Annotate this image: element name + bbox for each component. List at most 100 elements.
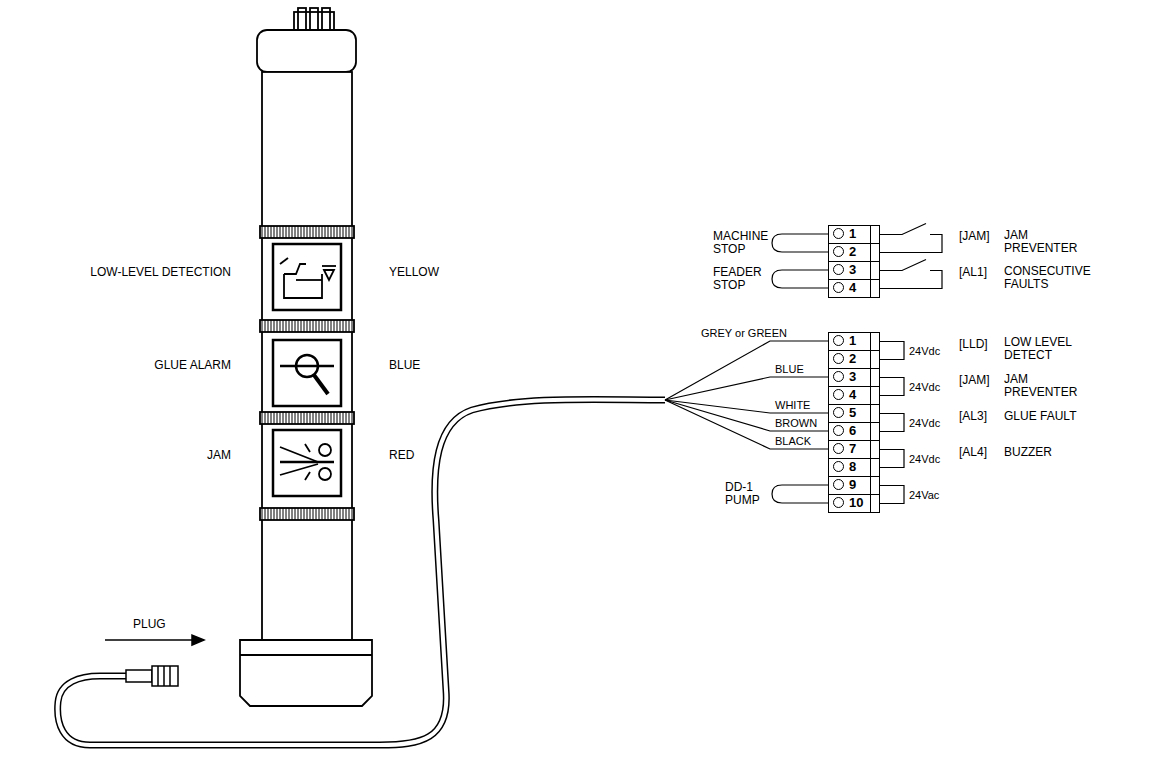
- terminal-screw: [833, 443, 844, 454]
- terminal-cell: 6: [828, 422, 880, 441]
- field-bracket: [772, 234, 828, 503]
- terminal-tab: [870, 423, 879, 440]
- terminal-screw: [833, 461, 844, 472]
- text-label: BROWN: [774, 417, 818, 429]
- stack-light: [240, 8, 372, 706]
- terminal-number: 4: [849, 387, 856, 403]
- terminal-tab: [870, 441, 879, 458]
- text-label: FEADER STOP: [712, 266, 763, 292]
- text-label: MACHINE STOP: [712, 230, 769, 256]
- terminal-number: 2: [849, 244, 856, 260]
- voltage-label: 24Vdc: [908, 345, 941, 357]
- terminal-tab: [870, 387, 879, 404]
- terminal-tab: [870, 351, 879, 368]
- terminal-screw: [833, 335, 844, 346]
- terminal-cell: 1: [828, 225, 880, 244]
- terminal-cell: 10: [828, 494, 880, 513]
- wire-fan: [665, 341, 828, 449]
- terminal-screw: [833, 353, 844, 364]
- text-label: JAM PREVENTER: [1003, 373, 1078, 399]
- terminal-screw: [833, 479, 844, 490]
- terminal-screw: [833, 371, 844, 382]
- text-label: BUZZER: [1003, 446, 1053, 459]
- terminal-cell: 4: [828, 386, 880, 405]
- text-label: RED: [388, 449, 415, 462]
- text-label: [JAM]: [958, 230, 991, 243]
- switch-contact: [880, 260, 942, 289]
- terminal-cell: 9: [828, 476, 880, 495]
- terminal-number: 6: [849, 423, 856, 439]
- terminal-cell: 3: [828, 261, 880, 280]
- terminal-screw: [833, 407, 844, 418]
- text-label: JAM PREVENTER: [1003, 229, 1078, 255]
- terminal-screw: [833, 497, 844, 508]
- terminal-cell: 7: [828, 440, 880, 459]
- text-label: CONSECUTIVE FAULTS: [1003, 265, 1092, 291]
- text-label: LOW-LEVEL DETECTION: [89, 266, 232, 279]
- text-label: LOW LEVEL DETECT: [1003, 336, 1085, 362]
- terminal-cell: 4: [828, 279, 880, 298]
- supply-wire: [880, 342, 904, 360]
- text-label: WHITE: [774, 399, 811, 411]
- voltage-label: 24Vdc: [908, 453, 941, 465]
- terminal-screw: [833, 264, 844, 275]
- voltage-label: 24Vac: [908, 489, 940, 501]
- text-label: [AL1]: [958, 266, 988, 279]
- terminal-tab: [870, 262, 879, 279]
- text-label: DD-1 PUMP: [724, 481, 761, 507]
- terminal-tab: [870, 495, 879, 512]
- cable: [58, 399, 665, 745]
- text-label: PLUG: [132, 618, 167, 631]
- supply-wire: [880, 378, 904, 396]
- terminal-number: 10: [849, 495, 863, 511]
- terminal-cell: 2: [828, 243, 880, 262]
- terminal-tab: [870, 477, 879, 494]
- text-label: BLUE: [388, 359, 421, 372]
- plug-connector: [126, 666, 178, 686]
- terminal-cell: 3: [828, 368, 880, 387]
- voltage-label: 24Vdc: [908, 417, 941, 429]
- terminal-number: 5: [849, 405, 856, 421]
- supply-wire: [880, 450, 904, 468]
- terminal-number: 8: [849, 459, 856, 475]
- switch-contact: [880, 224, 942, 253]
- terminal-tab: [870, 244, 879, 261]
- text-label: [LLD]: [958, 338, 989, 351]
- text-label: BLACK: [774, 435, 812, 447]
- terminal-cell: 2: [828, 350, 880, 369]
- terminal-tab: [870, 226, 879, 243]
- text-label: GLUE ALARM: [153, 359, 232, 372]
- text-label: [AL4]: [958, 446, 988, 459]
- terminal-cell: 8: [828, 458, 880, 477]
- terminal-tab: [870, 280, 879, 297]
- terminal-screw: [833, 389, 844, 400]
- text-label: [JAM]: [958, 374, 991, 387]
- terminal-number: 1: [849, 226, 856, 242]
- terminal-tab: [870, 459, 879, 476]
- text-label: GREY or GREEN: [700, 327, 788, 339]
- text-label: GLUE FAULT: [1003, 410, 1077, 423]
- terminal-number: 9: [849, 477, 856, 493]
- text-label: [AL3]: [958, 410, 988, 423]
- terminal-tab: [870, 405, 879, 422]
- terminal-number: 3: [849, 369, 856, 385]
- terminal-number: 4: [849, 280, 856, 296]
- terminal-screw: [833, 425, 844, 436]
- terminal-number: 2: [849, 351, 856, 367]
- terminal-number: 3: [849, 262, 856, 278]
- plug-arrow: [105, 635, 204, 645]
- terminal-cell: 1: [828, 332, 880, 351]
- terminal-cell: 5: [828, 404, 880, 423]
- text-label: YELLOW: [388, 266, 440, 279]
- terminal-number: 7: [849, 441, 856, 457]
- text-label: BLUE: [774, 363, 805, 375]
- terminal-tab: [870, 369, 879, 386]
- terminal-screw: [833, 282, 844, 293]
- voltage-label: 24Vdc: [908, 381, 941, 393]
- terminal-screw: [833, 228, 844, 239]
- supply-wire: [880, 414, 904, 432]
- terminal-number: 1: [849, 333, 856, 349]
- text-label: JAM: [206, 449, 232, 462]
